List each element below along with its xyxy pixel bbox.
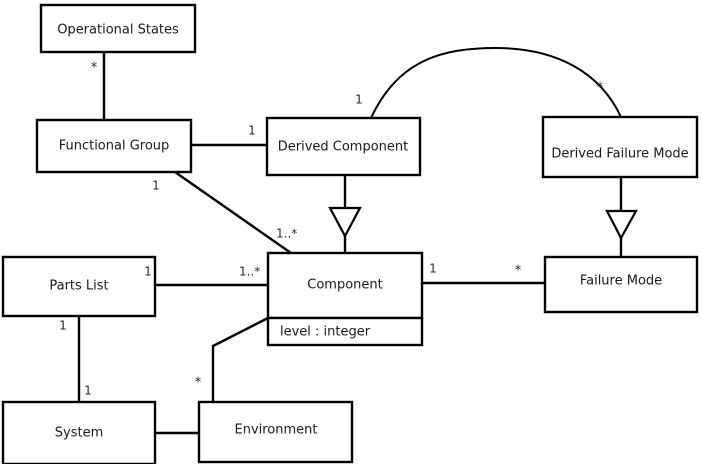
multiplicity-operational-states: * (91, 61, 98, 76)
generalization-triangle-icon-component (328, 206, 362, 239)
class-attribute-component-level: level : integer (280, 325, 371, 340)
multiplicity-parts-list-bottom: 1 (59, 319, 67, 333)
connector-layer (77, 46, 638, 435)
class-name-system: System (55, 426, 103, 441)
multiplicity-derived-failure-mode-arc: * (597, 81, 604, 96)
class-name-parts-list: Parts List (49, 279, 108, 294)
association-functional-group-component[interactable] (174, 171, 292, 254)
multiplicity-functional-group-component: 1 (152, 179, 160, 193)
class-name-component: Component (307, 278, 382, 293)
class-name-derived-failure-mode: Derived Failure Mode (551, 147, 688, 162)
class-name-operational-states: Operational States (57, 23, 179, 38)
class-box-derived-failure-mode[interactable]: Derived Failure Mode (541, 115, 699, 179)
class-box-functional-group[interactable]: Functional Group (35, 118, 193, 174)
class-box-operational-states[interactable]: Operational States (39, 3, 197, 54)
class-box-layer: Operational States Functional Group Deri… (1, 3, 699, 464)
multiplicity-parts-list-right: 1 (144, 265, 152, 279)
multiplicity-failure-mode-left: * (515, 264, 522, 279)
class-name-failure-mode: Failure Mode (580, 274, 662, 289)
multiplicity-derived-component-arc: 1 (355, 93, 363, 107)
class-box-component[interactable]: Component level : integer (266, 251, 424, 347)
multiplicity-functional-group-derived-component: 1 (248, 124, 256, 138)
class-box-parts-list[interactable]: Parts List (1, 255, 157, 318)
class-box-failure-mode[interactable]: Failure Mode (543, 255, 699, 314)
multiplicity-environment-top: * (195, 376, 202, 391)
multiplicity-component-top-left: 1..* (276, 227, 297, 241)
class-box-environment[interactable]: Environment (197, 400, 354, 464)
multiplicity-label-layer: * 1 1 1 * 1..* 1 1..* 1 * 1 1 * (59, 61, 604, 398)
class-box-derived-component[interactable]: Derived Component (265, 116, 422, 177)
class-name-functional-group: Functional Group (59, 139, 170, 154)
association-derived-component-derived-failure-mode[interactable] (370, 46, 622, 119)
multiplicity-component-right: 1 (429, 262, 437, 276)
class-name-derived-component: Derived Component (278, 140, 409, 155)
association-component-environment[interactable] (211, 316, 269, 402)
class-box-system[interactable]: System (1, 400, 157, 464)
multiplicity-component-left: 1..* (239, 265, 260, 279)
multiplicity-system-top: 1 (84, 384, 92, 398)
class-name-environment: Environment (234, 423, 317, 438)
generalization-triangle-icon-failure-mode (605, 209, 638, 241)
